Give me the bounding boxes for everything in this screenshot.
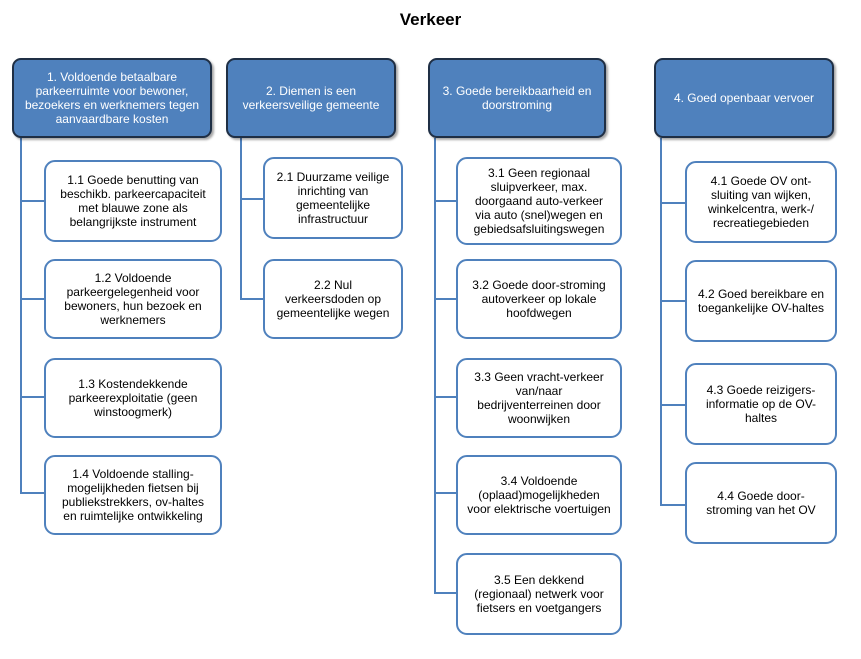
item-2-1: 2.1 Duurzame veilige inrichting van geme… — [263, 157, 403, 239]
connector-col3 — [434, 138, 436, 594]
item-label: 1.3 Kostendekkende parkeerexploitatie (g… — [68, 377, 198, 419]
heading-label: 4. Goed openbaar vervoer — [673, 91, 815, 105]
heading-bereikbaarheid: 3. Goede bereikbaarheid en doorstroming — [428, 58, 606, 138]
connector-branch — [20, 396, 44, 398]
item-1-4: 1.4 Voldoende stalling-mogelijkheden fie… — [44, 455, 222, 535]
heading-label: 3. Goede bereikbaarheid en doorstroming — [442, 84, 592, 112]
item-label: 1.4 Voldoende stalling-mogelijkheden fie… — [61, 467, 205, 523]
connector-branch — [434, 492, 458, 494]
item-1-3: 1.3 Kostendekkende parkeerexploitatie (g… — [44, 358, 222, 438]
item-label: 1.1 Goede benutting van beschikb. parkee… — [60, 173, 206, 229]
item-label: 2.2 Nul verkeersdoden op gemeentelijke w… — [276, 278, 390, 320]
item-3-4: 3.4 Voldoende (oplaad)mogelijkheden voor… — [456, 455, 622, 535]
connector-branch — [434, 200, 458, 202]
connector-col2 — [240, 138, 242, 300]
item-3-3: 3.3 Geen vracht-verkeer van/naar bedrijv… — [456, 358, 622, 438]
item-label: 3.3 Geen vracht-verkeer van/naar bedrijv… — [474, 370, 604, 426]
connector-branch — [660, 300, 686, 302]
item-label: 3.5 Een dekkend (regionaal) netwerk voor… — [474, 573, 604, 615]
item-label: 4.4 Goede door-stroming van het OV — [706, 489, 816, 517]
item-label: 4.2 Goed bereikbare en toegankelijke OV-… — [697, 287, 825, 315]
connector-branch — [20, 298, 44, 300]
item-3-1: 3.1 Geen regionaal sluipverkeer, max. do… — [456, 157, 622, 245]
item-3-2: 3.2 Goede door-stroming autoverkeer op l… — [456, 259, 622, 339]
item-4-2: 4.2 Goed bereikbare en toegankelijke OV-… — [685, 260, 837, 342]
item-label: 2.1 Duurzame veilige inrichting van geme… — [276, 170, 390, 226]
connector-branch — [660, 404, 686, 406]
connector-branch — [240, 298, 264, 300]
item-4-1: 4.1 Goede OV ont-sluiting van wijken, wi… — [685, 161, 837, 243]
item-label: 3.2 Goede door-stroming autoverkeer op l… — [472, 278, 606, 320]
connector-branch — [660, 202, 686, 204]
heading-openbaar-vervoer: 4. Goed openbaar vervoer — [654, 58, 834, 138]
item-label: 1.2 Voldoende parkeergelegenheid voor be… — [64, 271, 202, 327]
connector-branch — [20, 492, 44, 494]
item-1-1: 1.1 Goede benutting van beschikb. parkee… — [44, 160, 222, 242]
connector-branch — [434, 396, 458, 398]
connector-branch — [20, 200, 44, 202]
item-label: 3.1 Geen regionaal sluipverkeer, max. do… — [473, 166, 605, 236]
connector-branch — [660, 504, 686, 506]
connector-col1 — [20, 138, 22, 494]
item-3-5: 3.5 Een dekkend (regionaal) netwerk voor… — [456, 553, 622, 635]
heading-verkeersveilig: 2. Diemen is een verkeersveilige gemeent… — [226, 58, 396, 138]
item-label: 4.1 Goede OV ont-sluiting van wijken, wi… — [707, 174, 815, 230]
heading-label: 1. Voldoende betaalbare parkeerruimte vo… — [24, 70, 200, 126]
item-label: 4.3 Goede reizigers-informatie op de OV-… — [705, 383, 817, 425]
connector-branch — [434, 298, 458, 300]
connector-branch — [240, 198, 264, 200]
item-1-2: 1.2 Voldoende parkeergelegenheid voor be… — [44, 259, 222, 339]
item-4-3: 4.3 Goede reizigers-informatie op de OV-… — [685, 363, 837, 445]
item-label: 3.4 Voldoende (oplaad)mogelijkheden voor… — [467, 474, 611, 516]
heading-parkeerruimte: 1. Voldoende betaalbare parkeerruimte vo… — [12, 58, 212, 138]
item-4-4: 4.4 Goede door-stroming van het OV — [685, 462, 837, 544]
heading-label: 2. Diemen is een verkeersveilige gemeent… — [242, 84, 380, 112]
connector-branch — [434, 592, 458, 594]
diagram-title: Verkeer — [399, 10, 462, 29]
connector-col4 — [660, 138, 662, 506]
item-2-2: 2.2 Nul verkeersdoden op gemeentelijke w… — [263, 259, 403, 339]
